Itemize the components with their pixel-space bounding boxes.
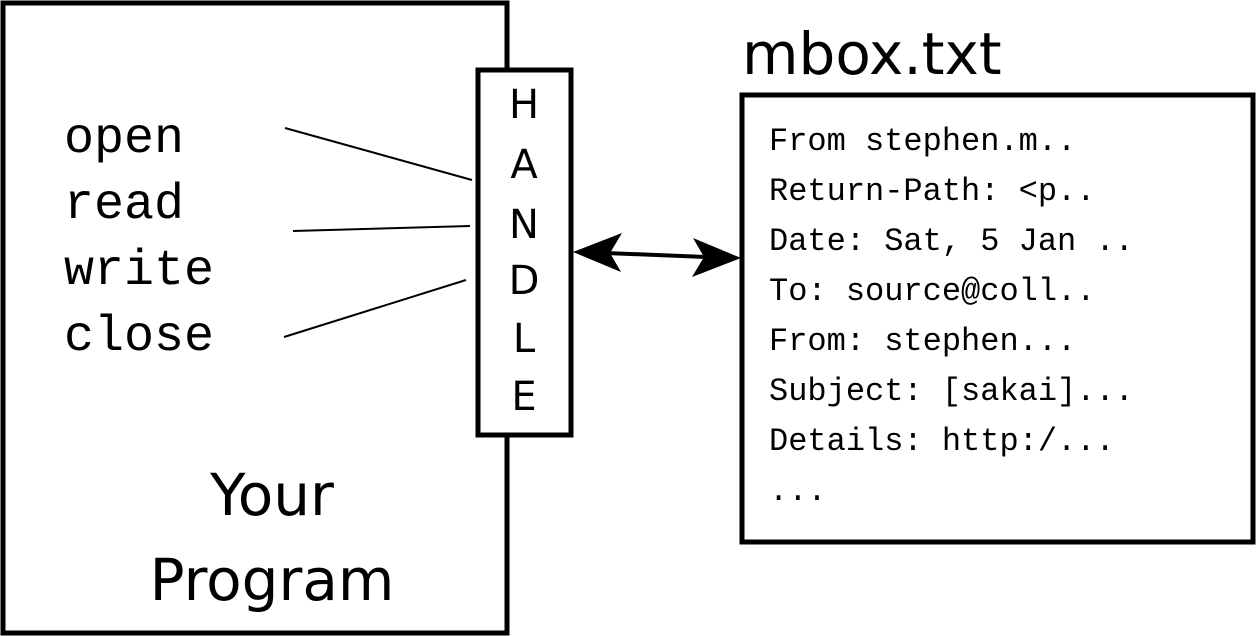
file-line: From stephen.m..: [769, 123, 1076, 160]
program-box: [0, 0, 510, 636]
handle-letter: A: [510, 142, 538, 188]
op-close: close: [64, 309, 214, 366]
file-line: From: stephen...: [769, 323, 1076, 360]
file-line: Details: http:/...: [769, 423, 1115, 460]
handle-letter: E: [511, 374, 536, 420]
program-label-program: Program: [150, 546, 395, 614]
op-read: read: [64, 177, 184, 234]
op-open: open: [64, 111, 184, 168]
file-line: ...: [769, 473, 827, 510]
handle-letter: L: [513, 316, 536, 362]
file-line: Subject: [sakai]...: [769, 373, 1134, 410]
file-title: mbox.txt: [742, 20, 1002, 88]
file-box: [739, 92, 1256, 545]
file-line: Date: Sat, 5 Jan ..: [769, 223, 1134, 260]
handle-letter: H: [509, 82, 539, 128]
file-line: Return-Path: <p..: [769, 173, 1095, 210]
arrowhead-left: [573, 233, 622, 272]
program-label-your: Your: [209, 461, 334, 529]
arrowhead-right: [692, 238, 741, 277]
handle-letter: D: [509, 258, 540, 304]
handle-box: [475, 67, 574, 438]
connector-line: [292, 225, 471, 232]
double-arrow: [605, 251, 707, 259]
file-line: To: source@coll..: [769, 273, 1095, 310]
connector-line: [283, 279, 467, 338]
connector-line: [284, 127, 473, 181]
op-write: write: [64, 243, 214, 300]
handle-letter: N: [509, 202, 539, 248]
